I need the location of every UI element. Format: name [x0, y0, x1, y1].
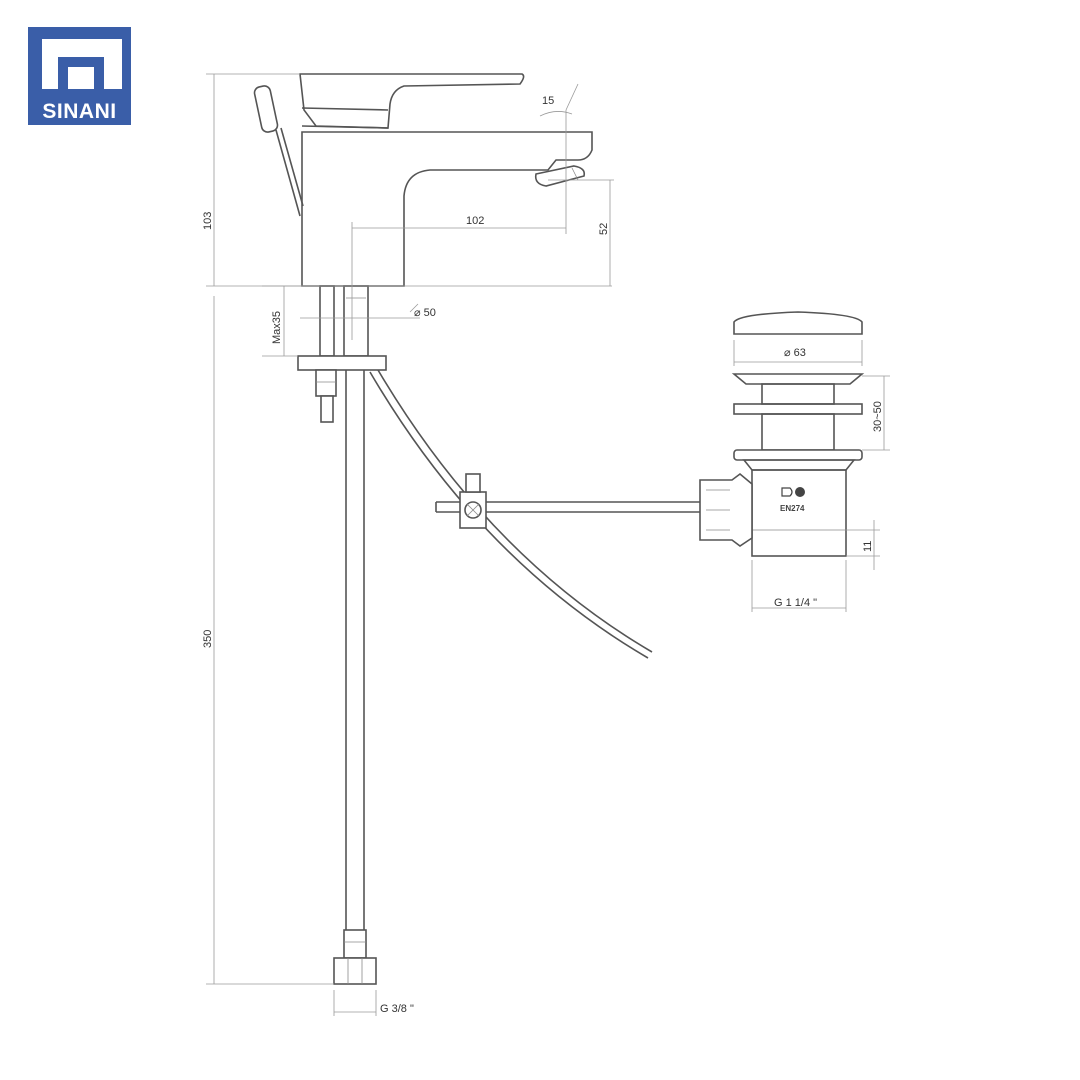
- dim-drain-adjust: 30~50: [872, 401, 884, 432]
- drain-standard-label: EN274: [780, 504, 805, 513]
- sinani-logo-mark: [42, 39, 122, 89]
- popup-rod-edge: [280, 127, 304, 207]
- threaded-shank: [319, 285, 335, 357]
- sinani-logo: SINANI: [28, 27, 131, 125]
- logo-brand-text: SINANI: [42, 100, 117, 123]
- popup-rod: [275, 129, 301, 217]
- clevis-screw: [465, 473, 481, 493]
- popup-drain: EN274: [699, 311, 865, 557]
- dim-spout-height: 52: [598, 223, 610, 235]
- dim-max-deck: Max35: [271, 311, 283, 344]
- linkage-cable-outer: [369, 371, 649, 659]
- body-top-edge: [301, 125, 389, 129]
- dim-drain-thread: G 1 1/4 ": [774, 597, 817, 609]
- clevis-pivot-mark-2: [466, 503, 480, 517]
- drain-body: [751, 469, 847, 557]
- faucet-assembly: [253, 73, 593, 985]
- drain-flange: [731, 373, 865, 385]
- dim-base-diameter: ⌀ 50: [414, 307, 436, 319]
- popup-linkage: [369, 369, 700, 659]
- dim-hose-length: 350: [202, 630, 214, 648]
- faucet-body: [301, 131, 593, 287]
- mounting-nut: [315, 369, 337, 397]
- certification-mark-icon: [781, 487, 805, 497]
- spout-aerator: [534, 165, 586, 187]
- drain-locknut-chamfer: [742, 459, 856, 471]
- popup-rod-knob: [253, 85, 279, 133]
- dim-drain-cap-diameter: ⌀ 63: [784, 347, 806, 359]
- hose-ferrule: [343, 929, 367, 959]
- drain-cap: [733, 311, 863, 335]
- lever-seam: [301, 107, 389, 111]
- dim-drain-tail: 11: [862, 541, 874, 552]
- drain-locknut: [733, 449, 863, 461]
- drain-threaded-body: [761, 413, 835, 451]
- drain-neck: [761, 383, 835, 405]
- mounting-plate: [297, 355, 387, 371]
- aerator-detail: [571, 167, 579, 181]
- dim-spout-reach: 102: [466, 215, 484, 227]
- dimension-lines: [206, 73, 890, 1016]
- hose-outlet: [343, 285, 369, 357]
- drain-washer: [733, 403, 863, 415]
- hose-nut: [333, 957, 377, 985]
- mounting-stud: [320, 395, 334, 423]
- dim-total-height: 103: [202, 212, 214, 230]
- faucet-lever: [299, 73, 525, 129]
- linkage-cable-inner: [377, 369, 653, 653]
- dim-spout-angle: 15: [542, 95, 554, 107]
- dim-hose-connection: G 3/8 ": [380, 1003, 414, 1015]
